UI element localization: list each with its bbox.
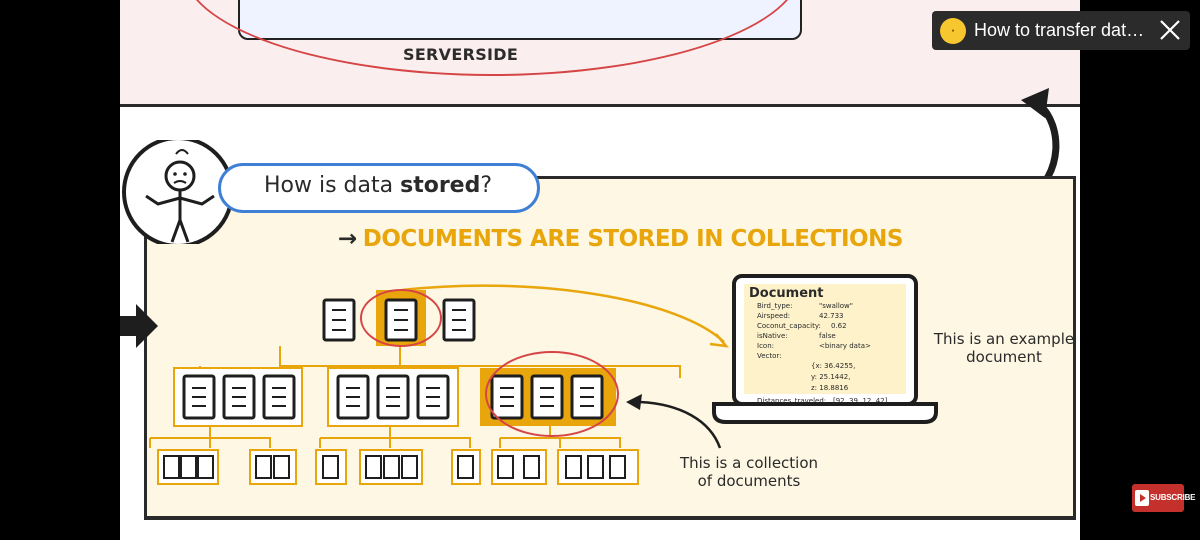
server-panel: SERVERSIDE	[120, 0, 1080, 106]
close-icon[interactable]	[1158, 18, 1182, 42]
field-key: Coconut_capacity:	[757, 322, 821, 330]
pip-title[interactable]: How to transfer dat…	[974, 20, 1145, 40]
field-value: 0.62	[831, 322, 847, 330]
field-key: Bird_type:	[757, 302, 793, 310]
field-value: {x: 36.4255,	[811, 362, 856, 370]
speech-emphasis: stored	[400, 173, 481, 198]
field-value: y: 25.1442,	[811, 373, 851, 381]
headline-text: DOCUMENTS ARE STORED IN COLLECTIONS	[362, 226, 904, 252]
field-key: Distances_traveled:	[757, 397, 827, 405]
field-key: Airspeed:	[757, 312, 791, 320]
field-value: z: 18.8816	[811, 384, 849, 392]
picture-in-picture-bar[interactable]: ● How to transfer dat…	[932, 11, 1190, 50]
field-value: "swallow"	[819, 302, 853, 310]
document-title: Document	[749, 286, 824, 301]
arrow-right-icon	[120, 304, 158, 348]
field-value: false	[819, 332, 836, 340]
arrow-right-icon: →	[338, 226, 357, 252]
video-frame[interactable]: SERVERSIDE How is data stored? →DOCUMENT…	[120, 0, 1080, 540]
example-document-note: This is an example document	[933, 330, 1075, 366]
example-document: Document Bird_type: "swallow" Airspeed: …	[749, 286, 899, 412]
field-value: <binary data>	[819, 342, 871, 350]
laptop-icon	[712, 274, 938, 424]
field-key: isNative:	[757, 332, 788, 340]
subscribe-button[interactable]: SUBSCRIBE	[1132, 484, 1196, 512]
field-value: 42.733	[819, 312, 844, 320]
server-label: SERVERSIDE	[403, 45, 519, 64]
section-divider	[120, 104, 1080, 107]
field-key: Icon:	[757, 342, 774, 350]
collection-note: This is a collection of documents	[679, 454, 819, 490]
server-outline	[182, 0, 802, 76]
document-fields: Bird_type: "swallow" Airspeed: 42.733 Co…	[749, 302, 899, 412]
collection-tree-diagram	[149, 284, 729, 485]
play-icon	[1135, 490, 1149, 506]
speech-bubble	[218, 163, 540, 213]
headline: →DOCUMENTS ARE STORED IN COLLECTIONS	[338, 226, 903, 252]
speech-text: How is data stored?	[264, 173, 493, 198]
field-key: Vector:	[757, 352, 782, 360]
channel-avatar-icon: ●	[940, 18, 966, 44]
subscribe-label: SUBSCRIBE	[1150, 493, 1196, 502]
field-value: [92, 39, 12, 42]	[833, 397, 888, 405]
